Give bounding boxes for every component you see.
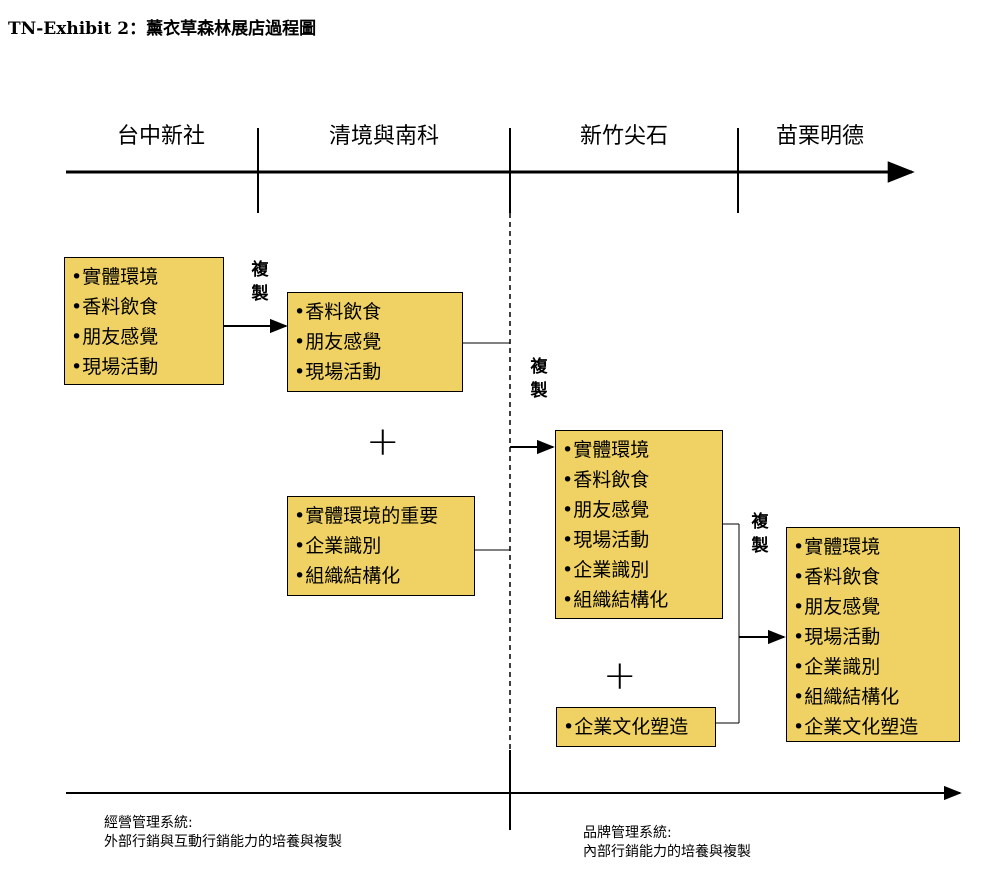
box-item: •組織結構化 (793, 686, 900, 708)
box-item: •香料飲食 (793, 566, 881, 588)
box-item: •現場活動 (793, 626, 881, 648)
replicate-label-3: 複製 (751, 512, 769, 556)
plus-sign-1: + (366, 419, 400, 465)
box-culture: •企業文化塑造 (556, 707, 716, 747)
box-item: •實體環境的重要 (294, 505, 439, 527)
box-item: •企業文化塑造 (793, 716, 919, 738)
stage-label-2: 清境與南科 (329, 124, 440, 149)
box-item: •朋友感覺 (71, 326, 159, 348)
replicate-label-2: 複製 (530, 357, 548, 401)
plus-sign-2: + (603, 653, 637, 699)
box-item: •朋友感覺 (294, 331, 382, 353)
box-taichung: •實體環境 •香料飲食 •朋友感覺 •現場活動 (64, 257, 224, 385)
box-item: •現場活動 (294, 361, 382, 383)
box-item: •香料飲食 (71, 296, 159, 318)
stage-label-1: 台中新社 (117, 124, 206, 149)
box-new-elements: •實體環境的重要 •企業識別 •組織結構化 (287, 496, 475, 596)
stage-label-3: 新竹尖石 (580, 124, 669, 149)
exhibit-title: TN-Exhibit 2：薰衣草森林展店過程圖 (8, 19, 317, 39)
box-item: •現場活動 (71, 356, 159, 378)
box-item: •實體環境 (562, 439, 650, 461)
box-item: •香料飲食 (294, 301, 382, 323)
box-item: •香料飲食 (562, 469, 650, 491)
replicate-label-1: 複製 (251, 260, 269, 304)
caption-right: 品牌管理系統:內部行銷能力的培養與複製 (583, 825, 751, 860)
box-item: •企業文化塑造 (563, 716, 689, 738)
box-item: •朋友感覺 (562, 499, 650, 521)
box-item: •企業識別 (294, 535, 382, 557)
caption-left: 經營管理系統:外部行銷與互動行銷能力的培養與複製 (104, 815, 342, 850)
box-jianshi: •實體環境 •香料飲食 •朋友感覺 •現場活動 •企業識別 •組織結構化 (555, 430, 723, 619)
box-item: •組織結構化 (294, 565, 401, 587)
box-item: •實體環境 (793, 536, 881, 558)
box-item: •企業識別 (793, 656, 881, 678)
box-qingjing: •香料飲食 •朋友感覺 •現場活動 (287, 292, 463, 392)
box-item: •朋友感覺 (793, 596, 881, 618)
box-item: •現場活動 (562, 529, 650, 551)
stage-label-4: 苗栗明德 (776, 124, 865, 149)
box-item: •實體環境 (71, 266, 159, 288)
box-item: •企業識別 (562, 559, 650, 581)
box-mingde: •實體環境 •香料飲食 •朋友感覺 •現場活動 •企業識別 •組織結構化 •企業… (786, 527, 960, 742)
box-item: •組織結構化 (562, 589, 669, 611)
